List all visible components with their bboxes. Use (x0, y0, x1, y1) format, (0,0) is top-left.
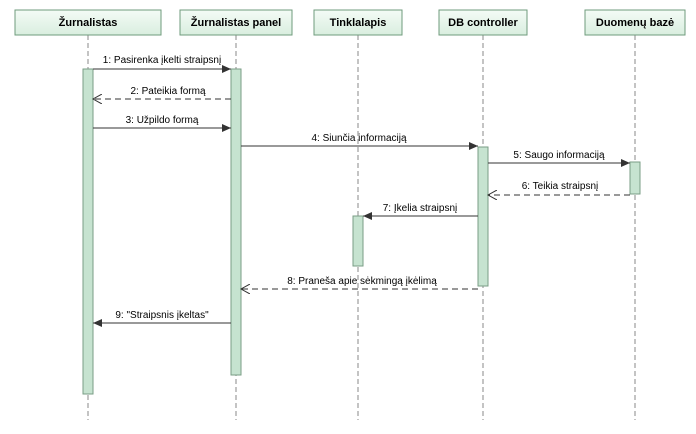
lifeline-header-panel: Žurnalistas panel (179, 9, 293, 36)
lifeline-header-tinklalapis: Tinklalapis (313, 9, 403, 36)
message-9-label: 9: "Straipsnis įkeltas" (115, 310, 209, 321)
message-6-label: 6: Teikia straipsnį (522, 181, 599, 192)
lifeline-label: DB controller (448, 17, 518, 29)
activation-baze (629, 161, 641, 195)
activation-db (477, 146, 489, 287)
activation-zurnalistas (82, 68, 94, 395)
lifeline-label: Žurnalistas (59, 16, 118, 29)
lifeline-label: Duomenų bazė (596, 17, 674, 29)
activation-tinklalapis (352, 215, 364, 267)
activation-panel (230, 68, 242, 376)
lifeline-header-zurnalistas: Žurnalistas (14, 9, 162, 36)
lifeline-label: Žurnalistas panel (191, 16, 281, 29)
lifeline-label: Tinklalapis (330, 17, 387, 29)
message-2-label: 2: Pateikia formą (130, 86, 205, 97)
message-7-label: 7: Įkelia straipsnį (383, 203, 457, 214)
message-3-label: 3: Užpildo formą (126, 115, 199, 126)
message-4-label: 4: Siunčia informaciją (311, 133, 406, 144)
message-8-label: 8: Praneša apie sėkmingą įkėlimą (287, 276, 437, 287)
lifeline-header-baze: Duomenų bazė (584, 9, 686, 36)
message-1-label: 1: Pasirenka įkelti straipsnį (103, 55, 221, 66)
message-5-label: 5: Saugo informaciją (513, 150, 605, 161)
lifeline-header-db: DB controller (438, 9, 528, 36)
